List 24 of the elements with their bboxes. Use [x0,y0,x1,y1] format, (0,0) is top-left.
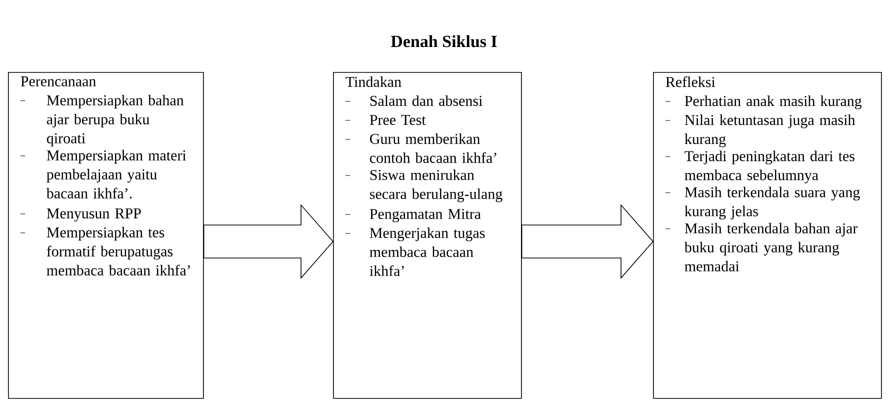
title: Denah Siklus I [390,35,497,48]
stage-box [8,72,204,399]
list-item: Guru memberikan contoh bacaan ikhfa’ [370,133,496,163]
list-item: Pree Test [370,114,426,125]
list-item: Mempersiapkan materi pembelajaan yaitu bacaan ikhfa’. [46,150,186,199]
stage-box [653,72,882,399]
list-item: Masih terkendala suara yang kurang jelas [684,186,860,220]
stage-heading: Tindakan [346,76,402,87]
stage-heading: Refleksi [666,76,716,88]
list-item: Salam dan absensi [370,95,482,106]
list-item: Mempersiapkan tes formatif berupatugas membaca bacaan ikhfa’ [46,226,190,276]
list-item: Siswa menirukan secara berulang-ulang [370,170,502,202]
stage-heading: Perencanaan [20,76,96,86]
list-item: Menyusun RPP [46,208,141,222]
list-item: Masih terkendala bahan ajar buku qiroati yang kurang memadai [684,222,858,272]
list-item: Perhatian anak masih kurang [684,96,862,110]
list-item: Nilai ketuntasan juga masih kurang [684,114,855,148]
block-arrow [203,204,334,280]
block-arrow [521,204,654,280]
list-item: Pengamatan Mitra [370,208,481,222]
stage-box [333,72,522,399]
list-item: Mempersiapkan bahan ajar berupa buku qiroati [46,94,184,146]
list-item: Terjadi peningkatan dari tes membaca sebelumnya [684,150,854,184]
list-item: Mengerjakan tugas membaca bacaan ikhfa’ [370,228,485,276]
